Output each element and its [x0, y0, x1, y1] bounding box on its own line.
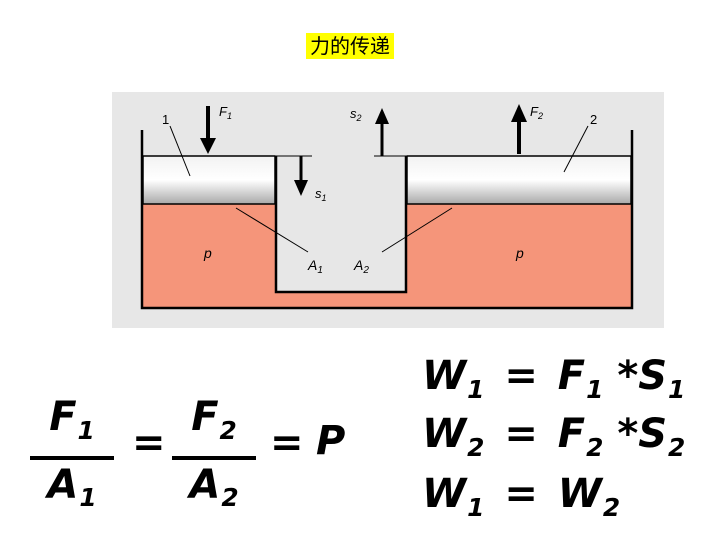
- fraction-f1-over-a1: F1 A1: [30, 395, 114, 520]
- fraction-bar-1: [30, 455, 114, 460]
- equals-sign-1: =: [132, 420, 166, 466]
- hydraulic-fluid: [142, 204, 632, 308]
- area-2-leader: [381, 207, 453, 253]
- pressure-right-label: p: [515, 245, 524, 261]
- small-piston: [142, 155, 276, 205]
- equals-sign-2: =: [270, 420, 304, 466]
- numerator-f1: F1: [49, 394, 95, 445]
- area-1-leader: [235, 207, 309, 253]
- displacement-2-label: s2: [350, 106, 362, 123]
- force-1-arrowhead: [200, 138, 216, 154]
- leader-line-2: [563, 125, 589, 173]
- work-equation-2: W2 = F2 *S2: [422, 411, 686, 462]
- numerator-f2: F2: [191, 394, 237, 445]
- work-equality: W1 = W2: [422, 471, 621, 522]
- pressure-left-label: p: [203, 245, 212, 261]
- displacement-1-arrowhead: [294, 180, 308, 196]
- hydraulic-press-diagram: 1 F1 s1 s2 F2 2 A1 A2 p p: [112, 92, 664, 328]
- denominator-a1: A1: [47, 461, 97, 513]
- fraction-f2-over-a2: F2 A2: [172, 395, 256, 520]
- work-equation-1: W1 = F1 *S1: [422, 353, 686, 404]
- force-1-label: F1: [219, 104, 232, 121]
- denominator-a2: A2: [189, 461, 239, 513]
- leader-line-1: [169, 125, 191, 177]
- connecting-channel-wall: [274, 156, 408, 294]
- force-2-label: F2: [530, 104, 543, 121]
- vessel-wall: [140, 130, 634, 310]
- area-1-label: A1: [307, 257, 323, 276]
- slide-title: 力的传递: [306, 33, 394, 59]
- fraction-bar-2: [172, 455, 256, 460]
- area-2-label: A2: [353, 257, 369, 276]
- pressure-result: P: [316, 418, 346, 464]
- force-2-arrowhead: [511, 104, 527, 122]
- displacement-2-arrowhead: [375, 108, 389, 124]
- piston-2-label: 2: [590, 112, 597, 127]
- piston-1-label: 1: [162, 112, 169, 127]
- displacement-1-label: s1: [315, 186, 327, 203]
- large-piston: [406, 155, 632, 205]
